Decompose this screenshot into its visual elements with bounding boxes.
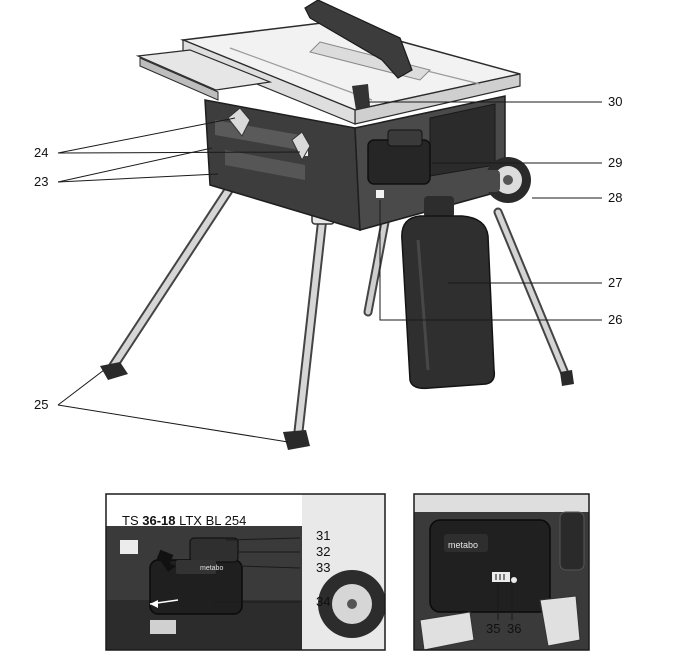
insert-arrow: [160, 560, 176, 572]
callout-27: 27: [608, 275, 622, 290]
charge-button: [511, 577, 517, 583]
callout-24: 24: [34, 145, 48, 160]
inset-left-brand: metabo: [200, 565, 223, 572]
main-callouts: 30 29 28 27 26 24 23 25: [34, 94, 622, 412]
inset-right-brand: metabo: [448, 540, 478, 550]
inset-right: metabo 35 36: [413, 493, 590, 651]
front-foot: [283, 430, 310, 450]
callout-32: 32: [316, 544, 330, 559]
callout-28: 28: [608, 190, 622, 205]
callout-30: 30: [608, 94, 622, 109]
callout-35: 35: [486, 621, 500, 636]
side-handles: [227, 107, 311, 162]
inset-right-battery: [429, 519, 551, 613]
callout-29: 29: [608, 155, 622, 170]
inset-left: metabo TS 36-18 LTX BL 254 31 32 33 34: [105, 493, 386, 651]
table-saw-illustration: [100, 0, 574, 450]
blade-guard: [304, 0, 413, 79]
charge-indicator: [492, 572, 510, 582]
callout-34: 34: [316, 594, 330, 609]
saw-table-top: [135, 0, 521, 125]
callout-36: 36: [507, 621, 521, 636]
inset-left-title: TS 36-18 LTX BL 254: [122, 513, 246, 528]
transport-wheel: [470, 157, 531, 203]
dust-bag: [401, 196, 496, 390]
callout-23: 23: [34, 174, 48, 189]
callout-31: 31: [316, 528, 330, 543]
left-foot: [100, 362, 128, 380]
callout-33: 33: [316, 560, 330, 575]
callout-26: 26: [608, 312, 622, 327]
main-leader-lines: [57, 101, 602, 443]
callout-25: 25: [34, 397, 48, 412]
